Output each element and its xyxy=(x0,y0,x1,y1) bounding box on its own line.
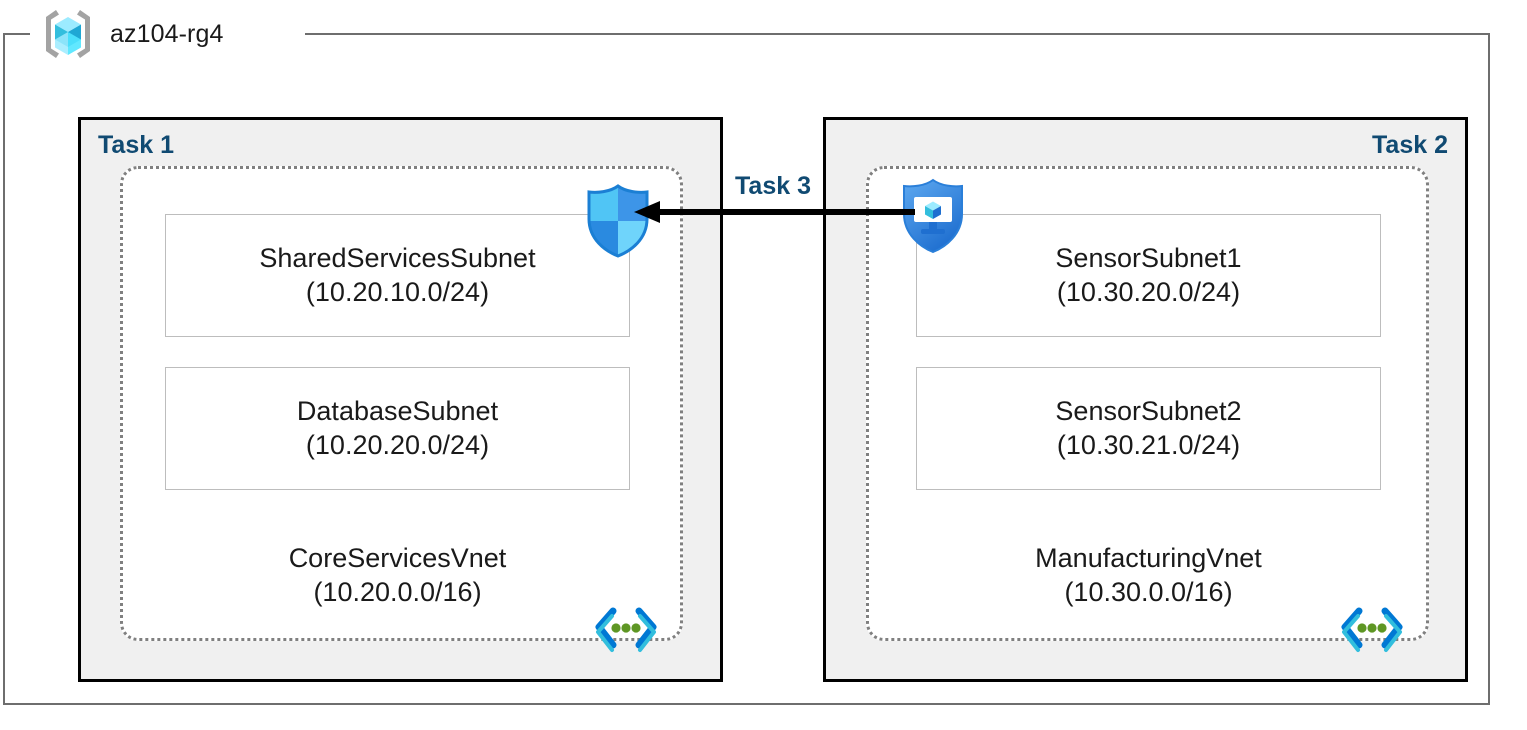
task-3-label: Task 3 xyxy=(723,172,823,201)
subnet-sensor2: SensorSubnet2 (10.30.21.0/24) xyxy=(916,367,1381,490)
task-3-connector-arrow xyxy=(630,196,920,228)
vnet-name: ManufacturingVnet xyxy=(1035,543,1262,573)
task-2-label: Task 2 xyxy=(1372,131,1448,159)
subnet-cidr: (10.30.21.0/24) xyxy=(1056,429,1241,460)
subnet-name: DatabaseSubnet xyxy=(296,395,499,426)
subnet-database: DatabaseSubnet (10.20.20.0/24) xyxy=(165,367,630,490)
subnet-cidr: (10.20.10.0/24) xyxy=(305,276,490,307)
vnet-1-caption: CoreServicesVnet (10.20.0.0/16) xyxy=(165,543,630,609)
subnet-name: SensorSubnet2 xyxy=(1055,395,1242,426)
resource-group-boundary xyxy=(3,33,1490,705)
virtual-network-icon xyxy=(593,605,659,653)
subnet-name: SensorSubnet1 xyxy=(1055,242,1242,273)
vnet-cidr: (10.20.0.0/16) xyxy=(313,576,482,607)
vnet-cidr: (10.30.0.0/16) xyxy=(1064,576,1233,607)
subnet-sharedservices: SharedServicesSubnet (10.20.10.0/24) xyxy=(165,214,630,337)
task-1-label: Task 1 xyxy=(98,131,174,159)
subnet-cidr: (10.20.20.0/24) xyxy=(305,429,490,460)
virtual-network-icon xyxy=(1339,605,1405,653)
vnet-name: CoreServicesVnet xyxy=(288,543,507,573)
application-security-group-shield-icon xyxy=(897,177,969,255)
subnet-sensor1: SensorSubnet1 (10.30.20.0/24) xyxy=(916,214,1381,337)
resource-group-cube-icon xyxy=(40,6,96,62)
resource-group-name: az104-rg4 xyxy=(110,19,224,48)
vnet-2-caption: ManufacturingVnet (10.30.0.0/16) xyxy=(916,543,1381,609)
resource-group-header: az104-rg4 xyxy=(40,5,223,63)
subnet-name: SharedServicesSubnet xyxy=(259,242,536,273)
subnet-cidr: (10.30.20.0/24) xyxy=(1056,276,1241,307)
